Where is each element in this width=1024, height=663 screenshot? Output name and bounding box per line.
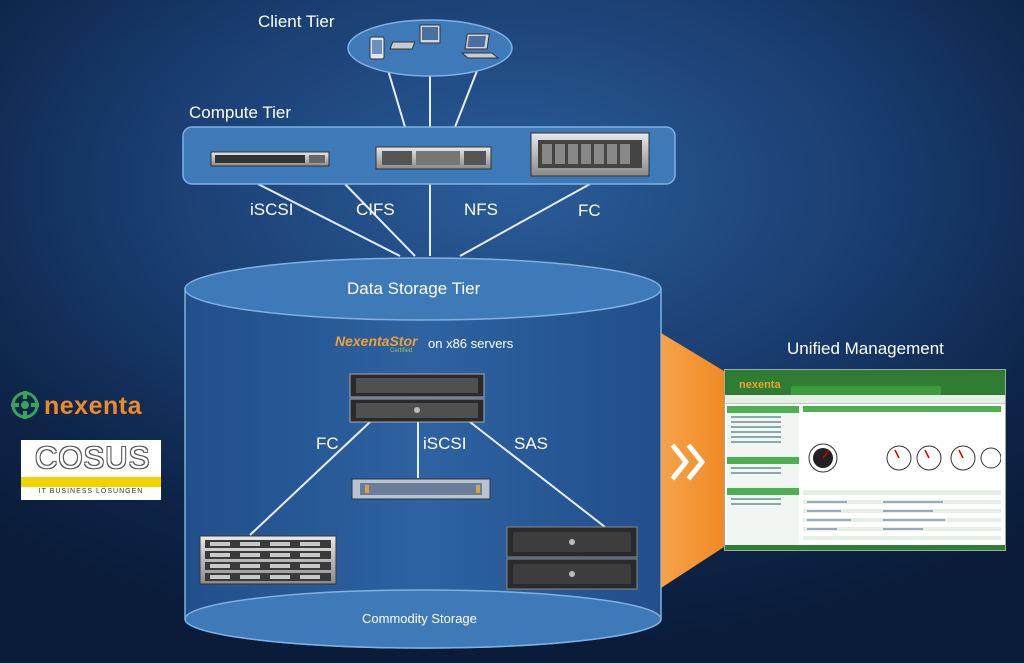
nexentastor-tagline: on x86 servers [428, 336, 514, 351]
protocol-label: FC [316, 434, 339, 453]
protocol-label: NFS [464, 200, 498, 219]
server-2u-icon [375, 146, 492, 170]
protocol-label: FC [578, 201, 601, 220]
jbod-right-icon [506, 526, 638, 590]
compute-connections [257, 183, 591, 257]
desktop-icon [389, 24, 441, 50]
tablet-icon [369, 36, 385, 60]
expansion-unit-icon [351, 478, 491, 500]
management-connector [661, 333, 724, 588]
storage-head-server-icon [349, 373, 485, 423]
cosus-wordmark: COSUS [35, 440, 151, 475]
protocol-label: iSCSI [250, 200, 294, 219]
certified-badge: Certified [390, 348, 413, 354]
nexentastor-logo: NexentaStor [335, 333, 418, 349]
double-chevron-right-icon [670, 443, 706, 481]
server-1u-icon [210, 151, 330, 167]
laptop-icon [460, 33, 500, 59]
storage-tier-top [184, 257, 662, 321]
console-gauges [803, 443, 1002, 540]
cosus-logo: COSUS IT BUSINESS LÖSUNGEN [21, 440, 161, 500]
commodity-storage-label: Commodity Storage [362, 611, 477, 626]
storage-connections [249, 421, 606, 536]
cosus-subtitle: IT BUSINESS LÖSUNGEN [38, 488, 144, 495]
management-console-screenshot: nexenta [724, 369, 1006, 551]
protocol-label: iSCSI [423, 434, 467, 453]
cosus-bar [21, 477, 161, 487]
jbod-left-icon [199, 535, 337, 585]
protocol-label: SAS [514, 434, 549, 453]
console-brand: nexenta [739, 379, 781, 391]
nexenta-logo: nexenta [44, 392, 142, 420]
server-4u-icon [530, 132, 650, 177]
protocol-label: CIFS [356, 200, 395, 219]
nexenta-logo-icon [11, 391, 39, 419]
storage-tier-label: Data Storage Tier [347, 279, 481, 298]
client-tier-label: Client Tier [258, 12, 335, 31]
compute-tier-label: Compute Tier [189, 103, 292, 122]
unified-management-label: Unified Management [787, 339, 944, 358]
commodity-storage-base [184, 589, 662, 649]
